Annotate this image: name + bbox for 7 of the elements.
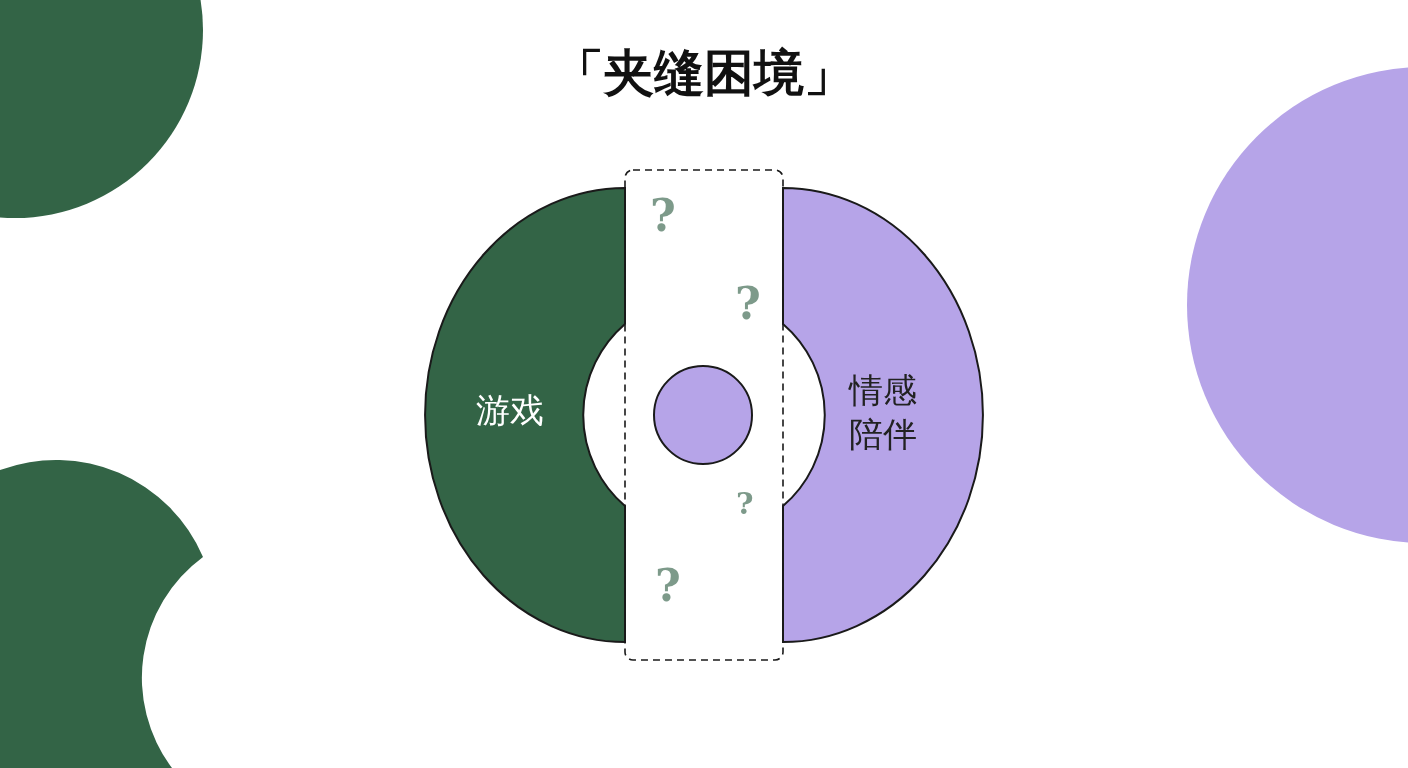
- title: 「夹缝困境」: [553, 43, 855, 104]
- question-mark: ?: [735, 278, 761, 329]
- segment-label: 情感陪伴: [847, 369, 918, 457]
- segment-label: 游戏: [475, 389, 545, 432]
- question-mark: ?: [650, 190, 676, 241]
- question-mark: ?: [736, 486, 754, 521]
- question-mark: ?: [655, 560, 681, 611]
